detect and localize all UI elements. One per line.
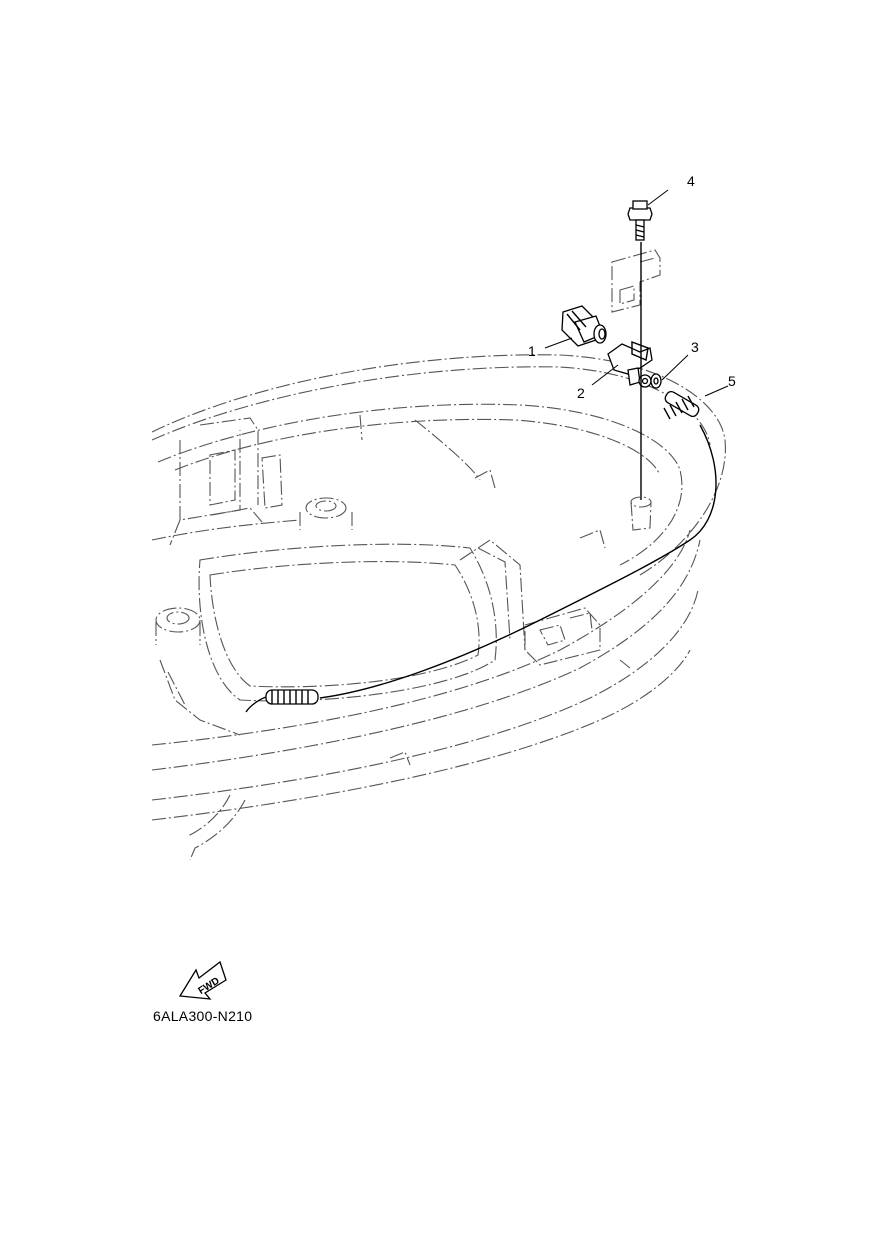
diagram-code: 6ALA300-N210	[153, 1008, 253, 1024]
fwd-arrow-icon: FWD	[178, 960, 227, 1000]
part-3-clip	[638, 373, 662, 389]
callout-3: 3	[691, 339, 699, 355]
callout-4: 4	[687, 173, 695, 189]
part-4-bolt	[627, 200, 653, 241]
callout-2: 2	[577, 385, 585, 401]
part-5-hose	[663, 390, 700, 420]
hose-coil-lower	[245, 689, 319, 713]
callout-1: 1	[528, 343, 536, 359]
part-1-sensor	[561, 305, 607, 347]
mounting-boss	[630, 496, 652, 531]
callout-5: 5	[728, 373, 736, 389]
hose-route-line	[319, 424, 717, 699]
bottom-cowling-outline	[151, 354, 726, 861]
bracket-outline	[611, 249, 661, 313]
leader-lines	[544, 189, 729, 397]
